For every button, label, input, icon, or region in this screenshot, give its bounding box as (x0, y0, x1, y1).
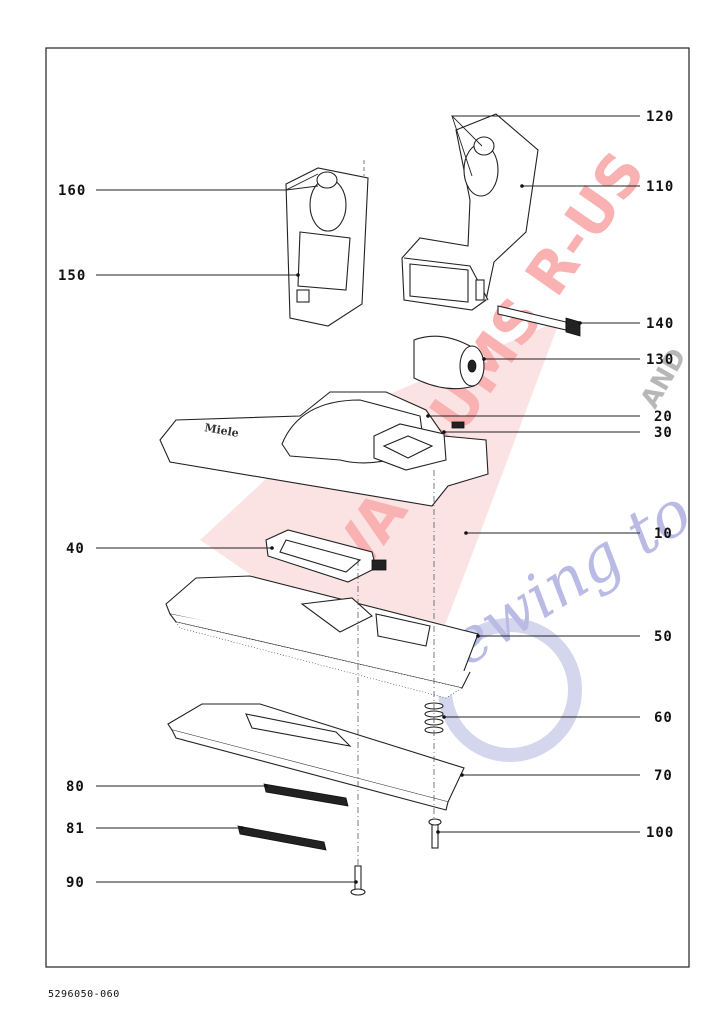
part-10-20-housing: Miele (159, 391, 489, 507)
callout-140: 140 (646, 316, 674, 332)
part-81-strip (237, 825, 327, 851)
callout-numbers: 160 150 40 80 81 90 120 110 140 130 20 3… (58, 109, 674, 891)
drawing-frame (45, 47, 690, 968)
callout-81: 81 (66, 821, 85, 837)
leader-lines (96, 115, 640, 883)
callout-30: 30 (654, 425, 673, 441)
callout-80: 80 (66, 779, 85, 795)
callout-130: 130 (646, 352, 674, 368)
part-40-frame (265, 529, 387, 583)
callout-20: 20 (654, 409, 673, 425)
leader-dots (240, 184, 582, 884)
miele-logo: Miele (203, 421, 239, 440)
part-110-neck (401, 113, 539, 311)
callout-70: 70 (654, 768, 673, 784)
callout-90: 90 (66, 875, 85, 891)
callout-160: 160 (58, 183, 86, 199)
part-150-neck-half (285, 167, 369, 327)
part-140-axle (497, 305, 581, 337)
callout-110: 110 (646, 179, 674, 195)
part-90-screw (350, 865, 366, 896)
callout-100: 100 (646, 825, 674, 841)
document-number: 5296050-060 (48, 989, 120, 1000)
part-50-brush-plate (165, 575, 479, 699)
part-70-sole-plate (167, 703, 465, 811)
callout-50: 50 (654, 629, 673, 645)
callout-150: 150 (58, 268, 86, 284)
callout-40: 40 (66, 541, 85, 557)
part-130-roller (413, 335, 485, 390)
callout-60: 60 (654, 710, 673, 726)
part-100-screw (428, 818, 442, 849)
callout-10: 10 (654, 526, 673, 542)
part-80-strip (263, 783, 349, 807)
callout-120: 120 (646, 109, 674, 125)
